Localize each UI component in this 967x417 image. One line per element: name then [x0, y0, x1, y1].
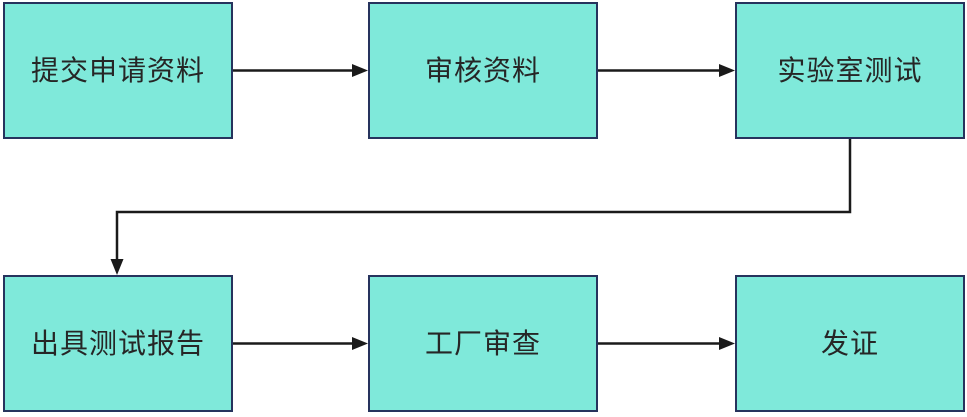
- flow-node-label: 发证: [820, 326, 879, 360]
- flow-node-label: 审核资料: [424, 53, 541, 87]
- flow-node-issue-certificate: 发证: [735, 275, 965, 412]
- flow-node-label: 出具测试报告: [30, 326, 205, 360]
- flow-node-submit-application: 提交申请资料: [3, 2, 233, 139]
- flow-node-issue-test-report: 出具测试报告: [3, 275, 233, 412]
- flow-node-label: 提交申请资料: [30, 53, 205, 87]
- edge-review-to-labtest: [598, 64, 735, 77]
- flow-node-factory-audit: 工厂审查: [368, 275, 598, 412]
- flow-node-review-materials: 审核资料: [368, 2, 598, 139]
- flow-node-label: 工厂审查: [424, 326, 541, 360]
- edge-submit-to-review: [233, 64, 368, 77]
- flow-node-lab-testing: 实验室测试: [735, 2, 965, 139]
- edge-factory-to-certificate: [598, 337, 735, 350]
- edge-labtest-to-report: [110, 139, 852, 275]
- flow-node-label: 实验室测试: [777, 53, 923, 87]
- edge-report-to-factory: [233, 337, 368, 350]
